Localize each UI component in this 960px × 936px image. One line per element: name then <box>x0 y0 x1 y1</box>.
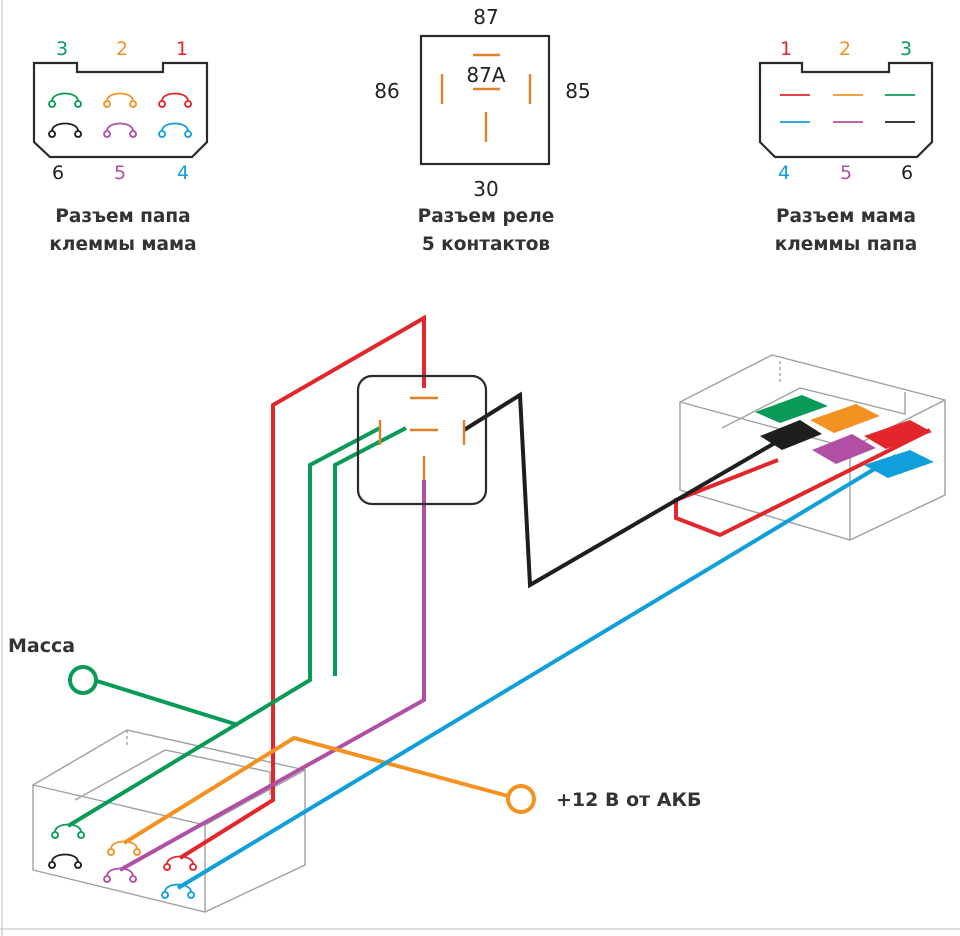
wires <box>66 314 931 890</box>
male-plug-outline <box>32 61 209 159</box>
female-pin-label-2: 2 <box>839 38 851 60</box>
male-pin-label-4: 4 <box>177 162 189 184</box>
female-plug-caption-line1: Разъем мама <box>776 206 916 227</box>
female-box-body <box>679 354 946 541</box>
relay-pinout: 87 87A 86 85 30 Разъем реле 5 контактов <box>374 5 590 255</box>
female-pad-green <box>755 395 828 423</box>
male-pin-label-5: 5 <box>114 162 126 184</box>
female-plug-outline <box>758 61 934 159</box>
male-box-terminal-6 <box>48 853 82 869</box>
male-box-terminals <box>48 823 197 899</box>
wire-red <box>178 314 426 860</box>
male-box-terminal-3 <box>51 823 85 839</box>
wire-green-2 <box>333 426 407 676</box>
relay-box-contacts <box>378 396 466 480</box>
relay-pin-85-label: 85 <box>565 79 590 103</box>
wire-orange <box>122 735 509 845</box>
male-terminal-5 <box>103 122 137 138</box>
female-pin-label-6: 6 <box>901 162 913 184</box>
female-plug-pinout: 1 2 3 4 5 6 Разъем мама клеммы папа <box>758 38 934 255</box>
relay-outline <box>419 34 551 166</box>
wire-green-1 <box>66 426 381 828</box>
male-plug-caption-line1: Разъем папа <box>55 206 190 227</box>
battery-terminal-ring <box>506 784 536 814</box>
male-pin-label-6: 6 <box>52 162 64 184</box>
female-pad-cyan <box>864 450 934 478</box>
relay-caption-line2: 5 контактов <box>422 234 550 255</box>
relay-contacts <box>440 53 532 142</box>
wire-black <box>462 391 782 589</box>
relay-pin-87a-label: 87A <box>466 63 505 87</box>
wire-green-ground <box>96 679 239 727</box>
relay-pin-86-label: 86 <box>374 79 399 103</box>
male-terminal-1 <box>158 92 192 108</box>
female-connector-3d <box>679 354 946 541</box>
male-plug-pinout: 3 2 1 6 5 4 Разъем папа клеммы мама <box>32 38 209 255</box>
female-pin-label-5: 5 <box>840 162 852 184</box>
female-pad-red <box>864 420 932 449</box>
male-terminal-2 <box>103 92 137 108</box>
male-box-terminal-1 <box>163 855 197 871</box>
female-pad-orange <box>810 404 880 433</box>
ground-label: Масса <box>8 635 75 657</box>
relay-box <box>356 374 488 506</box>
male-terminal-3 <box>48 92 82 108</box>
male-pin-label-1: 1 <box>176 38 188 60</box>
wire-red-female <box>674 428 931 538</box>
wire-cyan <box>176 454 898 890</box>
male-box-terminal-4 <box>161 883 195 899</box>
male-plug-caption-line2: клеммы мама <box>49 234 196 255</box>
relay-pin-30-label: 30 <box>473 177 498 201</box>
female-pin-label-1: 1 <box>780 38 792 60</box>
relay-pin-87-label: 87 <box>473 5 498 29</box>
male-box-terminal-5 <box>103 867 137 883</box>
female-connector-pads <box>755 395 934 478</box>
female-terminals <box>780 94 915 123</box>
female-box-rail <box>721 387 906 429</box>
female-pad-magenta <box>812 434 876 464</box>
female-plug-caption-line2: клеммы папа <box>775 234 918 255</box>
female-pin-label-3: 3 <box>900 38 912 60</box>
wire-magenta <box>119 480 426 872</box>
male-pin-label-2: 2 <box>116 38 128 60</box>
male-box-rail <box>74 749 271 801</box>
male-box-terminal-2 <box>107 840 141 856</box>
relay-box-outline <box>356 374 488 506</box>
male-terminal-6 <box>48 122 82 138</box>
male-pin-label-3: 3 <box>56 38 68 60</box>
ground-terminal-ring <box>68 665 98 695</box>
female-pin-label-4: 4 <box>778 162 790 184</box>
battery-label: +12 В от АКБ <box>556 789 701 811</box>
male-terminal-4 <box>158 122 192 138</box>
male-terminals <box>48 92 192 138</box>
relay-caption-line1: Разъем реле <box>418 206 555 227</box>
